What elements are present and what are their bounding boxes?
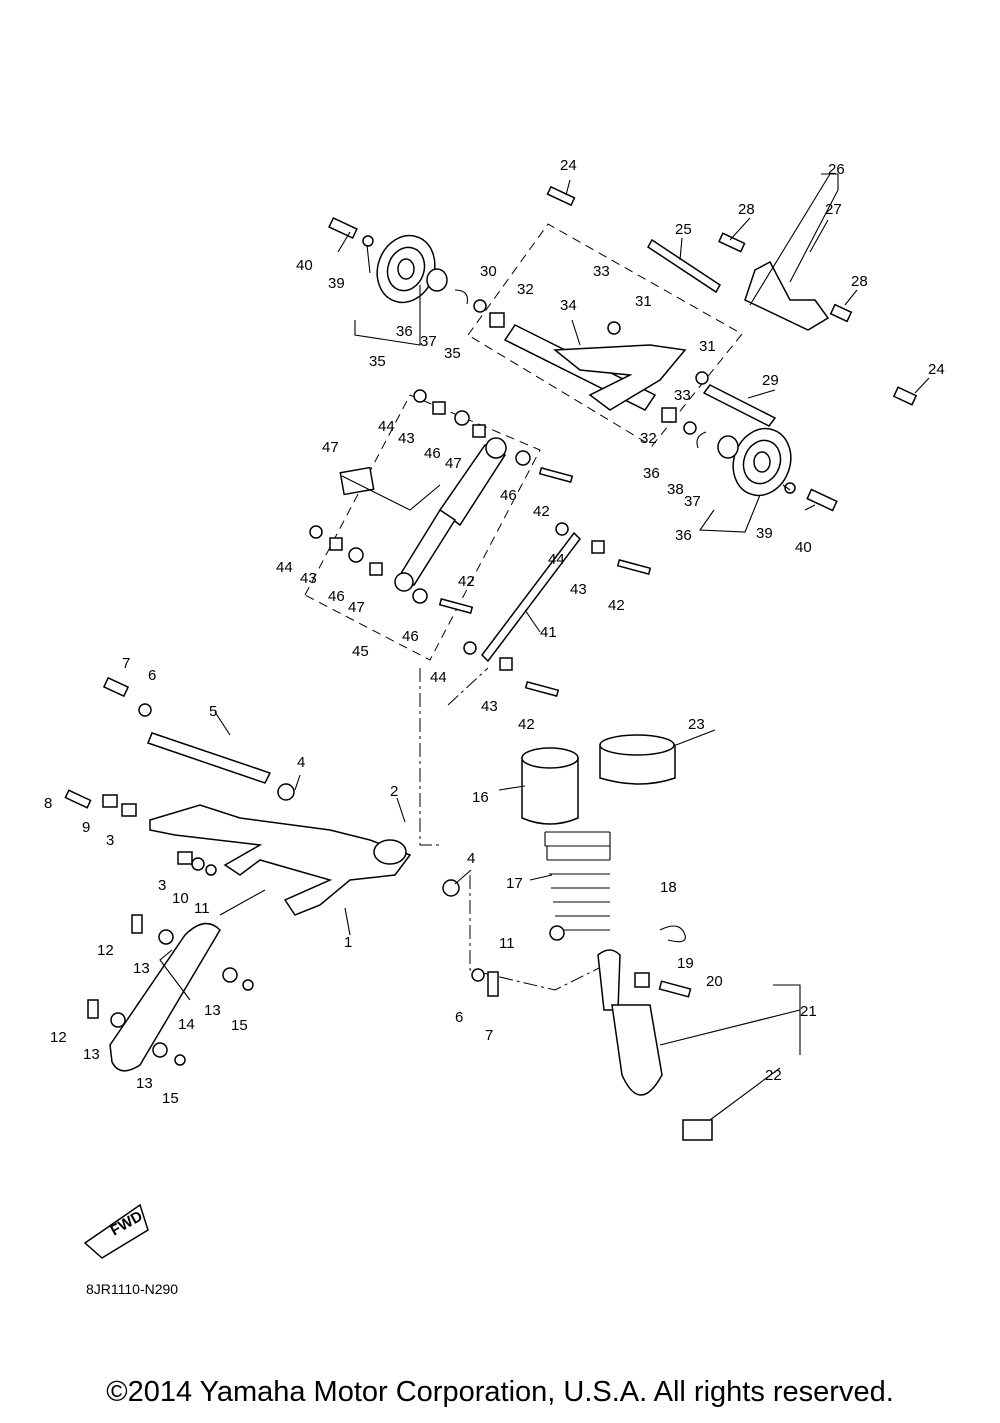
callout-9: 9: [82, 819, 90, 836]
callout-47: 47: [322, 439, 339, 456]
callout-1: 1: [344, 934, 352, 951]
callout-numbers: 24 26 28 27 25 40 30 39 28 32 33 31 34 3…: [44, 157, 945, 1107]
callout-32b: 32: [640, 430, 657, 447]
callout-31b: 31: [699, 338, 716, 355]
callout-2: 2: [390, 783, 398, 800]
callout-7b: 7: [485, 1027, 493, 1044]
callout-38b: 38: [667, 481, 684, 498]
callout-16: 16: [472, 789, 489, 806]
callout-46d: 46: [402, 628, 419, 645]
callout-42: 42: [533, 503, 550, 520]
callout-40: 40: [296, 257, 313, 274]
callout-25: 25: [675, 221, 692, 238]
drawing-code: 8JR1110-N290: [86, 1281, 179, 1297]
callout-5: 5: [209, 703, 217, 720]
callout-13c: 13: [83, 1046, 100, 1063]
callout-leaders: [159, 173, 930, 1121]
callout-3b: 3: [158, 877, 166, 894]
callout-20: 20: [706, 973, 723, 990]
lower-arm-assembly: [64, 676, 499, 1072]
fwd-arrow-icon: FWD: [83, 1203, 149, 1259]
callout-12b: 12: [50, 1029, 67, 1046]
callout-13: 13: [133, 960, 150, 977]
callout-35b: 36: [643, 465, 660, 482]
callout-24b: 24: [928, 361, 945, 378]
callout-18: 18: [660, 879, 677, 896]
callout-29: 29: [762, 372, 779, 389]
callout-42c: 42: [608, 597, 625, 614]
callout-14: 14: [178, 1016, 195, 1033]
callout-31: 31: [635, 293, 652, 310]
callout-23: 23: [688, 716, 705, 733]
callout-4: 4: [297, 754, 305, 771]
upper-arm-assembly: [328, 185, 918, 512]
callout-44b: 44: [548, 551, 565, 568]
group-outlines: [304, 223, 743, 991]
callout-6b: 6: [455, 1009, 463, 1026]
callout-11: 11: [194, 900, 210, 917]
callout-12: 12: [97, 942, 114, 959]
callout-42d: 42: [518, 716, 535, 733]
callout-37b: 37: [684, 493, 701, 510]
callout-10: 10: [172, 890, 189, 907]
callout-22: 22: [765, 1067, 782, 1084]
copyright-notice: ©2014 Yamaha Motor Corporation, U.S.A. A…: [106, 1376, 894, 1408]
callout-42b: 42: [458, 573, 475, 590]
callout-15b: 15: [162, 1090, 179, 1107]
callout-28: 28: [738, 201, 755, 218]
callout-39b: 39: [756, 525, 773, 542]
callout-24: 24: [560, 157, 577, 174]
callout-46: 46: [424, 445, 441, 462]
callout-28b: 28: [851, 273, 868, 290]
callout-47b: 47: [445, 455, 462, 472]
callout-38: 37: [420, 333, 437, 350]
callout-36: 35: [369, 353, 386, 370]
callout-44: 44: [378, 418, 395, 435]
callout-33: 33: [593, 263, 610, 280]
callout-32: 32: [517, 281, 534, 298]
callout-11b: 11: [499, 935, 515, 952]
callout-4b: 4: [467, 850, 475, 867]
callout-41: 41: [540, 624, 557, 641]
callout-15: 15: [231, 1017, 248, 1034]
callout-45: 45: [352, 643, 369, 660]
callout-7: 7: [122, 655, 130, 672]
front-shock-assembly: [521, 734, 713, 1141]
callout-3: 3: [106, 832, 114, 849]
callout-36b: 36: [675, 527, 692, 544]
callout-40b: 40: [795, 539, 812, 556]
callout-21: 21: [800, 1003, 817, 1020]
callout-35: 35: [444, 345, 461, 362]
callout-17: 17: [506, 875, 523, 892]
callout-26: 26: [828, 161, 845, 178]
callout-37: 36: [396, 323, 413, 340]
callout-30: 30: [480, 263, 497, 280]
callout-33b: 33: [674, 387, 691, 404]
callout-47c: 47: [348, 599, 365, 616]
callout-43: 43: [398, 430, 415, 447]
callout-39: 39: [328, 275, 345, 292]
callout-43b: 43: [300, 570, 317, 587]
callout-46c: 46: [328, 588, 345, 605]
callout-6: 6: [148, 667, 156, 684]
callout-8: 8: [44, 795, 52, 812]
callout-34: 34: [560, 297, 577, 314]
callout-43d: 43: [481, 698, 498, 715]
callout-43c: 43: [570, 581, 587, 598]
callout-44c: 44: [276, 559, 293, 576]
callout-13b: 13: [204, 1002, 221, 1019]
callout-19: 19: [677, 955, 694, 972]
callout-46b: 46: [500, 487, 517, 504]
callout-27: 27: [825, 201, 842, 218]
callout-13d: 13: [136, 1075, 153, 1092]
callout-44d: 44: [430, 669, 447, 686]
